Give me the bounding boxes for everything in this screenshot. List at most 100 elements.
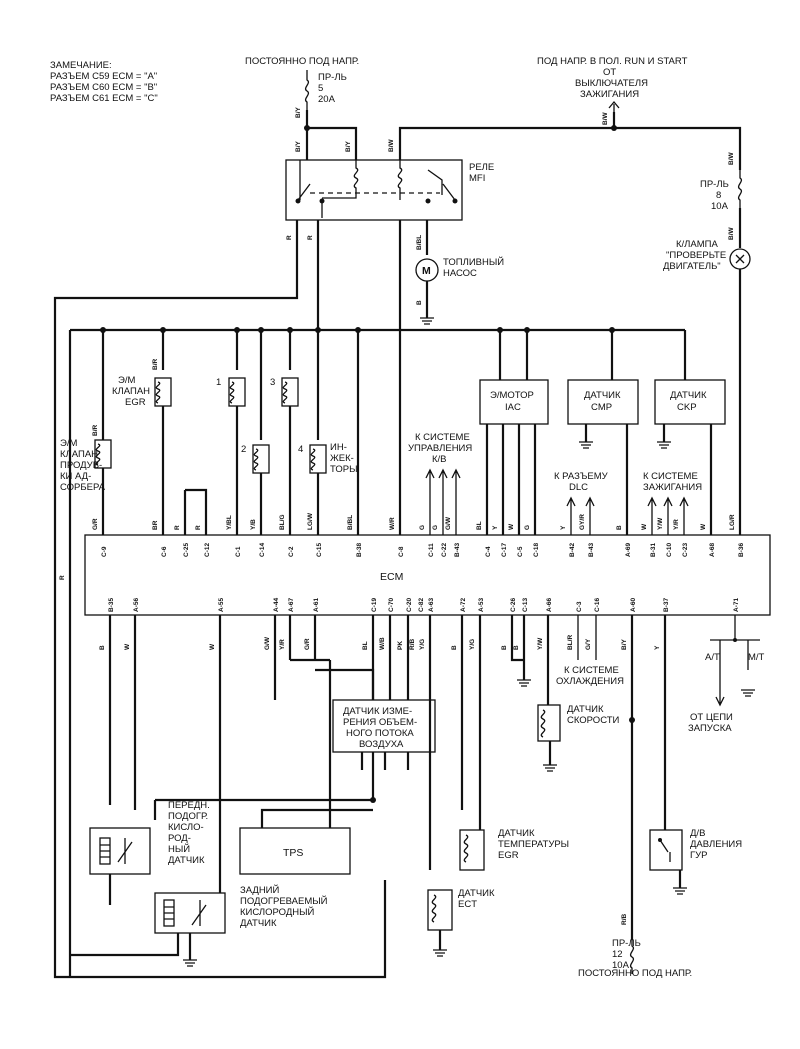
wire-color-label: G/Y bbox=[585, 638, 592, 650]
wire-color-label: LG/R bbox=[729, 514, 736, 530]
svg-text:ДАТЧИК: ДАТЧИК bbox=[498, 828, 535, 839]
svg-text:B/BL: B/BL bbox=[416, 235, 423, 250]
at-mt-selector: A/T M/T ОТ ЦЕПИ ЗАПУСКА bbox=[688, 615, 765, 734]
ecm-bottom-pin-label: C-16 bbox=[594, 598, 601, 612]
ckp-sensor: ДАТЧИК CKP bbox=[654, 379, 726, 535]
wire-color-label: W bbox=[700, 523, 707, 530]
ecm-top-pin-label: C-17 bbox=[501, 543, 508, 557]
bus-drops bbox=[100, 327, 687, 440]
svg-text:B/W: B/W bbox=[728, 227, 735, 241]
ecm-outline bbox=[84, 534, 771, 616]
egr-valve: Э/М КЛАПАН EGR B/R bbox=[112, 359, 172, 535]
note-line: РАЗЪЕМ C60 ECM = "B" bbox=[50, 82, 157, 93]
svg-text:ПЕРЕДН.: ПЕРЕДН. bbox=[168, 800, 210, 811]
ecm-top-pin-label: C-22 bbox=[441, 543, 448, 557]
relay-contact-2 bbox=[427, 169, 456, 201]
wire-color-label: PK bbox=[397, 641, 404, 650]
wire-color-label: W bbox=[508, 523, 515, 530]
svg-text:НЫЙ: НЫЙ bbox=[168, 843, 190, 855]
svg-text:Э/МОТОР: Э/МОТОР bbox=[490, 390, 534, 401]
ecm-top-pin-label: C-9 bbox=[101, 546, 108, 557]
wire-color-label: Y/R bbox=[279, 639, 286, 650]
wire-color-label: G/R bbox=[92, 518, 99, 530]
svg-text:B/W: B/W bbox=[728, 152, 735, 166]
svg-text:ЗАЖИГАНИЯ: ЗАЖИГАНИЯ bbox=[643, 482, 702, 493]
connector-note: ЗАМЕЧАНИЕ: РАЗЪЕМ C59 ECM = "A" РАЗЪЕМ C… bbox=[50, 60, 158, 104]
ecm-label: ECM bbox=[380, 571, 403, 583]
svg-text:CMP: CMP bbox=[591, 402, 612, 413]
wire-a72-a53 bbox=[460, 615, 482, 830]
svg-text:К СИСТЕМЕ: К СИСТЕМЕ bbox=[643, 471, 698, 482]
ecm-top-pin-label: C-6 bbox=[161, 546, 168, 557]
note-line: РАЗЪЕМ C61 ECM = "C" bbox=[50, 93, 158, 104]
wire-c26-c13 bbox=[510, 615, 526, 680]
ecm-bottom-pin-label: A-67 bbox=[288, 598, 295, 612]
svg-text:R: R bbox=[286, 235, 293, 240]
note-line: РАЗЪЕМ C59 ECM = "A" bbox=[50, 71, 157, 82]
ecm-top-pin-label: C-14 bbox=[259, 543, 266, 557]
svg-text:КЛАПАН: КЛАПАН bbox=[60, 449, 98, 460]
ground-icon bbox=[543, 764, 557, 772]
svg-text:Д/В: Д/В bbox=[690, 828, 705, 839]
ecm-bottom-pin-label: C-20 bbox=[406, 598, 413, 612]
svg-text:ВОЗДУХА: ВОЗДУХА bbox=[359, 739, 404, 750]
fuse-5-label: ПР-ЛЬ bbox=[318, 72, 347, 83]
iac-motor: Э/МОТОР IAC bbox=[479, 379, 549, 535]
svg-text:B/Y: B/Y bbox=[295, 141, 302, 153]
purge-valve: B/R Э/М КЛАПАН ПРОДУВ- КИ АД- СОРБЕРА bbox=[60, 425, 112, 535]
ect-sensor: ДАТЧИК ECT bbox=[427, 888, 495, 957]
svg-text:ГУР: ГУР bbox=[690, 850, 708, 861]
ignition-feed-arrow bbox=[608, 100, 620, 112]
ground-icon bbox=[433, 949, 447, 957]
svg-text:КЛАПАН: КЛАПАН bbox=[112, 386, 150, 397]
svg-text:К РАЗЪЕМУ: К РАЗЪЕМУ bbox=[554, 471, 609, 482]
ecm-bottom-pin-label: C-13 bbox=[522, 598, 529, 612]
ecm-top-pin-label: C-1 bbox=[235, 546, 242, 557]
ac-system-arrows: К СИСТЕМЕ УПРАВЛЕНИЯ К/В bbox=[408, 432, 472, 535]
injector-4: 4 ИН- ЖЕК- ТОРЫ bbox=[298, 442, 358, 535]
run-start-label: ПОД НАПР. В ПОЛ. RUN И START bbox=[537, 56, 688, 67]
ecm-bottom-pin-label: B-37 bbox=[663, 598, 670, 612]
svg-text:ПОСТОЯННО ПОД НАПР.: ПОСТОЯННО ПОД НАПР. bbox=[578, 968, 692, 979]
svg-text:ЗАПУСКА: ЗАПУСКА bbox=[688, 723, 732, 734]
svg-text:ДАТЧИК: ДАТЧИК bbox=[670, 390, 707, 401]
wire-color-label: Y/G bbox=[469, 639, 476, 650]
svg-text:НОГО ПОТОКА: НОГО ПОТОКА bbox=[346, 728, 414, 739]
svg-text:НАСОС: НАСОС bbox=[443, 268, 477, 279]
ground-icon bbox=[579, 441, 593, 449]
relay-box bbox=[285, 159, 463, 221]
wire-color-label: B/BL bbox=[347, 515, 354, 530]
svg-text:К СИСТЕМЕ: К СИСТЕМЕ bbox=[564, 665, 619, 676]
svg-text:КИСЛО-: КИСЛО- bbox=[168, 822, 204, 833]
maf-sensor: ДАТЧИК ИЗМЕ- РЕНИЯ ОБЪЕМ- НОГО ПОТОКА ВО… bbox=[332, 615, 436, 770]
injector-3: 3 bbox=[270, 377, 299, 535]
wire-color-label: Y/G bbox=[419, 639, 426, 650]
ground-icon bbox=[183, 959, 197, 967]
svg-text:B/R: B/R bbox=[152, 359, 159, 371]
fuse-12: ПР-ЛЬ 12 10A ПОСТОЯННО ПОД НАПР. bbox=[578, 938, 692, 979]
svg-text:B/Y: B/Y bbox=[345, 141, 352, 153]
wire-color-label: G bbox=[524, 525, 531, 530]
svg-text:ЖЕК-: ЖЕК- bbox=[330, 453, 354, 464]
ecm-bottom-pin-label: A-72 bbox=[460, 598, 467, 612]
svg-text:10A: 10A bbox=[612, 960, 630, 971]
fuse-12-symbol bbox=[629, 940, 635, 974]
ecm-top-pin-label: B-38 bbox=[356, 543, 363, 557]
wire-color-label: BL/G bbox=[279, 514, 286, 530]
svg-text:Э/М: Э/М bbox=[118, 375, 135, 386]
wire-r-loop bbox=[53, 220, 387, 979]
ecm-top-pin-label: C-11 bbox=[428, 543, 435, 557]
svg-text:К/В: К/В bbox=[432, 454, 447, 465]
svg-text:IAC: IAC bbox=[505, 402, 521, 413]
injector-2: 2 bbox=[241, 444, 270, 535]
svg-text:ДВИГАТЕЛЬ": ДВИГАТЕЛЬ" bbox=[663, 261, 721, 272]
fuse-5: ПР-ЛЬ 5 20A bbox=[304, 70, 347, 110]
svg-text:2: 2 bbox=[241, 444, 246, 455]
wire-color-label: B bbox=[451, 645, 458, 650]
speed-sensor: ДАТЧИК СКОРОСТИ bbox=[537, 615, 620, 772]
ground-icon bbox=[673, 887, 687, 895]
svg-text:УПРАВЛЕНИЯ: УПРАВЛЕНИЯ bbox=[408, 443, 472, 454]
svg-text:ДАТЧИК: ДАТЧИК bbox=[458, 888, 495, 899]
wire-color-label: B bbox=[99, 645, 106, 650]
relay-mfi: РЕЛЕ MFI bbox=[285, 159, 494, 221]
